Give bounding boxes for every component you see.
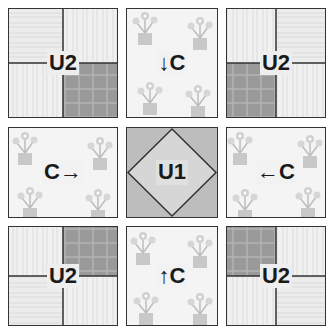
block-label: U2 — [47, 51, 79, 75]
quilt-block: U2 — [226, 226, 326, 326]
quilt-block: ↑C — [126, 226, 218, 326]
block-label: U2 — [260, 51, 292, 75]
quilt-block: ←C — [226, 127, 326, 218]
quilt-block: U2 — [226, 8, 326, 118]
quilt-block: C→ — [8, 127, 118, 218]
quilt-block: U2 — [8, 8, 118, 118]
diamond-block: U1 — [126, 127, 218, 218]
block-label: C→ — [42, 160, 84, 184]
block-label: ↓C — [157, 51, 188, 75]
quilt-block: ↓C — [126, 8, 218, 118]
block-label: U1 — [156, 160, 188, 184]
block-label: U2 — [260, 264, 292, 288]
block-label: U2 — [47, 264, 79, 288]
block-label: ↑C — [157, 264, 188, 288]
quilt-block: U2 — [8, 226, 118, 326]
block-label: ←C — [255, 160, 297, 184]
